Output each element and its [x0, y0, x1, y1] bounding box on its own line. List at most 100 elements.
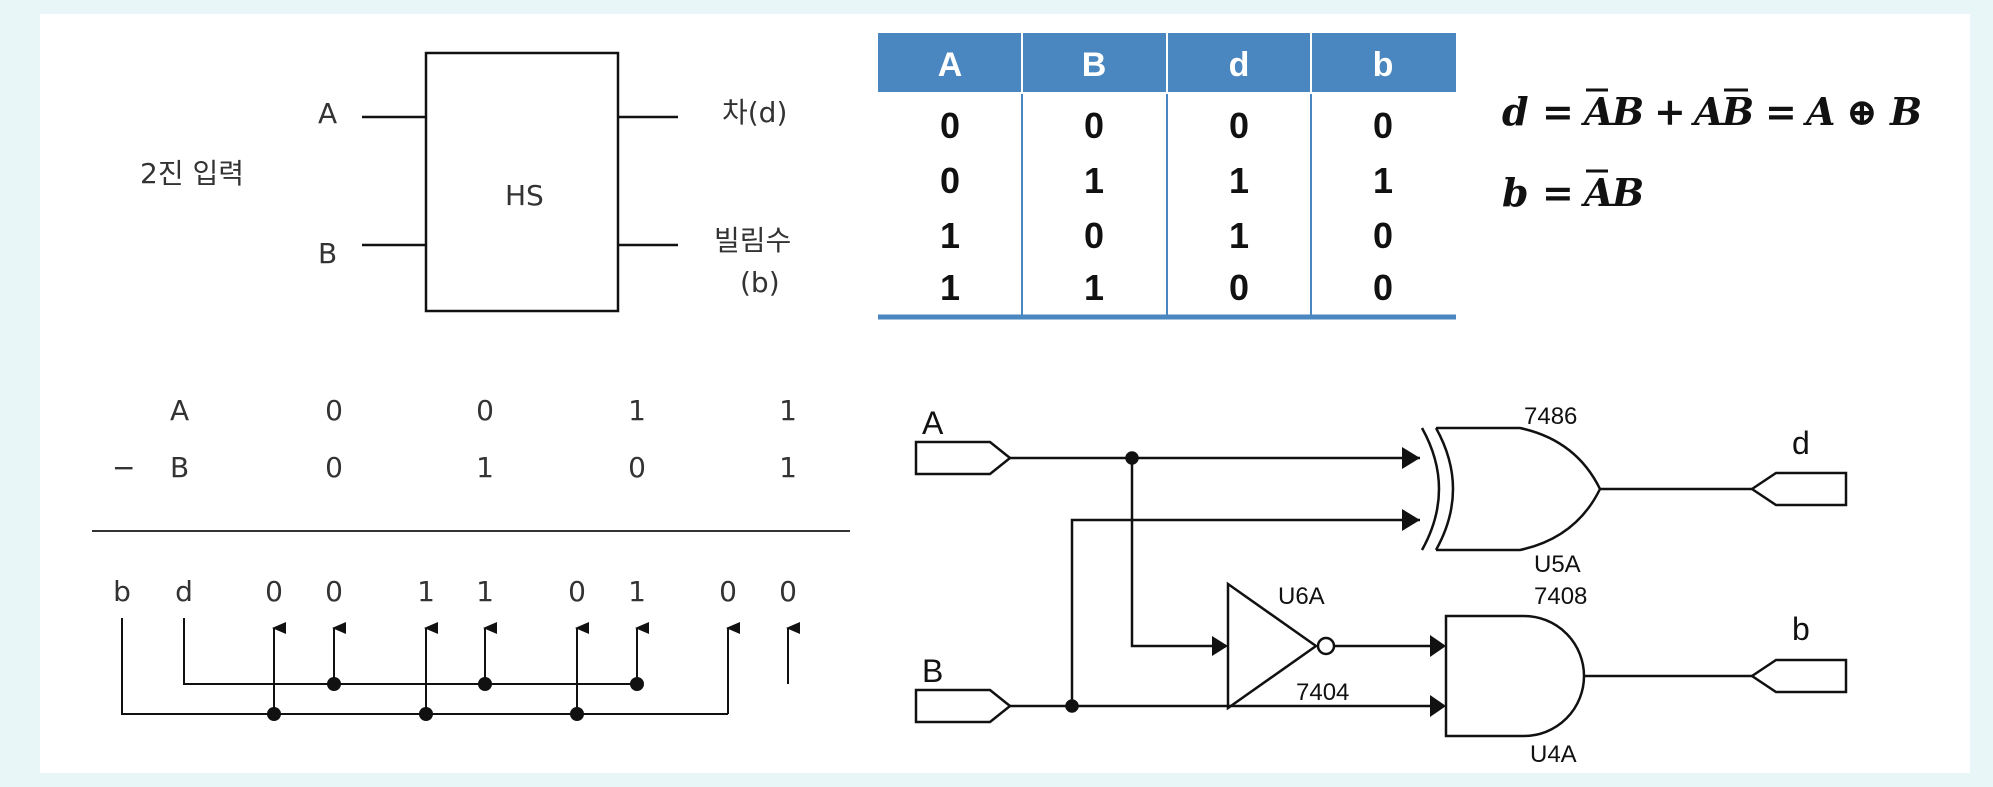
- eq1-term1-b: B: [1611, 89, 1644, 134]
- truth-table-row: 0 1 1 1: [940, 160, 1393, 201]
- truth-table-header-d: d: [1229, 46, 1250, 84]
- wire-junction: [1125, 451, 1139, 465]
- truth-table-row: 1 0 1 0: [940, 215, 1393, 256]
- truth-table-cell: 1: [1373, 160, 1393, 201]
- result-value: 0: [325, 575, 343, 608]
- sub-b-value: 0: [325, 451, 343, 484]
- eq2-term-a: A: [1581, 170, 1613, 215]
- sub-row-a-label: A: [170, 394, 189, 427]
- difference-output-label: 차(d): [722, 96, 787, 129]
- borrow-output-symbol: (b): [740, 266, 780, 299]
- and-part-number: 7408: [1534, 583, 1587, 610]
- borrow-output-label: 빌림수: [714, 224, 791, 257]
- truth-table-row: 0 0 0 0: [940, 105, 1393, 146]
- eq2-lhs: b: [1502, 170, 1529, 215]
- not-bubble: [1316, 636, 1336, 656]
- sub-b-value: 1: [476, 451, 494, 484]
- not-part-number: 7404: [1296, 679, 1349, 706]
- arrowhead: [1402, 447, 1420, 469]
- truth-table-cell: 1: [940, 215, 960, 256]
- truth-table-header-borrow: b: [1373, 46, 1394, 84]
- arrowhead: [1430, 635, 1446, 657]
- junction-dot: [478, 677, 492, 691]
- hs-box: [424, 51, 620, 313]
- and-reference: U4A: [1530, 741, 1577, 768]
- output-port-b: [1749, 658, 1848, 694]
- borrow-bracket-line: [121, 618, 728, 715]
- eq1-equals-2: =: [1765, 89, 1797, 134]
- truth-table-cell: 0: [1229, 105, 1249, 146]
- eq1-term2-a: A: [1691, 89, 1723, 134]
- difference-equation: d = A B + A B = A ⊕ B: [1502, 88, 1922, 134]
- arrowhead: [1212, 636, 1228, 656]
- and-gate: [1444, 614, 1586, 738]
- truth-table-cell: 0: [1229, 267, 1249, 308]
- sub-b-value: 0: [628, 451, 646, 484]
- eq1-xor: ⊕: [1846, 89, 1878, 134]
- eq1-lhs: d: [1502, 89, 1529, 134]
- minus-sign: −: [112, 451, 135, 484]
- eq1-result-a: A: [1803, 89, 1835, 134]
- sub-a-value: 0: [476, 394, 494, 427]
- borrow-equation: b = A B: [1502, 169, 1644, 215]
- not-triangle: [1226, 581, 1319, 711]
- arrowhead: [1430, 695, 1446, 717]
- sub-a-value: 1: [628, 394, 646, 427]
- xor-gate: [1420, 426, 1602, 552]
- result-value: 0: [779, 575, 797, 608]
- block-input-b-label: B: [318, 237, 337, 270]
- half-subtractor-block: 2진 입력 A B HS 차(d) 빌림수 (b): [140, 51, 791, 313]
- result-value: 0: [719, 575, 737, 608]
- hs-box-label: HS: [505, 179, 544, 212]
- result-value: 1: [628, 575, 646, 608]
- truth-table-cell: 0: [1373, 267, 1393, 308]
- circuit-input-a-label: A: [922, 405, 944, 441]
- circuit-labels: A B d b 7486 U5A U6A 7404 7408 U4A: [922, 403, 1810, 768]
- truth-table-cell: 0: [1373, 215, 1393, 256]
- xor-body: [1436, 426, 1602, 552]
- truth-table-header-b: B: [1082, 46, 1107, 84]
- arrowhead: [1402, 509, 1420, 531]
- truth-table-cell: 1: [1084, 267, 1104, 308]
- truth-table-row: 1 1 0 0: [940, 267, 1393, 308]
- result-value: 1: [417, 575, 435, 608]
- eq1-plus: +: [1654, 89, 1686, 134]
- result-difference-label: d: [175, 575, 193, 608]
- not-reference: U6A: [1278, 583, 1325, 610]
- truth-table-cell: 1: [1229, 215, 1249, 256]
- wire-b-xor: [1070, 518, 1420, 706]
- output-port-d: [1749, 471, 1848, 507]
- eq1-result-b: B: [1889, 89, 1922, 134]
- junction-dot: [419, 707, 433, 721]
- truth-table-header-a: A: [938, 46, 963, 84]
- circuit-input-b-label: B: [922, 653, 943, 689]
- truth-table-cell: 0: [1373, 105, 1393, 146]
- truth-table-cell: 1: [940, 267, 960, 308]
- xor-input-curve: [1434, 427, 1455, 551]
- circuit-output-b-label: b: [1792, 611, 1810, 647]
- sub-b-value: 1: [779, 451, 797, 484]
- truth-table-cell: 0: [1084, 105, 1104, 146]
- eq2-equals: =: [1542, 170, 1574, 215]
- binary-input-label: 2진 입력: [140, 157, 244, 190]
- truth-table: A B d b 0 0 0 0 0 1 1 1 1 0 1 0 1 1 0 0: [878, 33, 1456, 320]
- truth-table-cell: 0: [1084, 215, 1104, 256]
- xor-part-number: 7486: [1524, 403, 1577, 430]
- sub-a-value: 1: [779, 394, 797, 427]
- xor-reference: U5A: [1534, 551, 1581, 578]
- xor-back-curve: [1420, 427, 1441, 551]
- result-value: 0: [568, 575, 586, 608]
- difference-bracket-line: [183, 618, 637, 685]
- result-value: 0: [265, 575, 283, 608]
- sub-row-b-label: B: [170, 451, 189, 484]
- eq1-term1-a: A: [1581, 89, 1613, 134]
- eq1-term2-b: B: [1721, 89, 1754, 134]
- sub-a-value: 0: [325, 394, 343, 427]
- block-input-a-label: A: [318, 97, 337, 130]
- truth-table-cell: 1: [1229, 160, 1249, 201]
- eq1-equals: =: [1542, 89, 1574, 134]
- truth-table-cell: 0: [940, 105, 960, 146]
- logic-circuit: [914, 426, 1848, 738]
- wire-junction: [1065, 699, 1079, 713]
